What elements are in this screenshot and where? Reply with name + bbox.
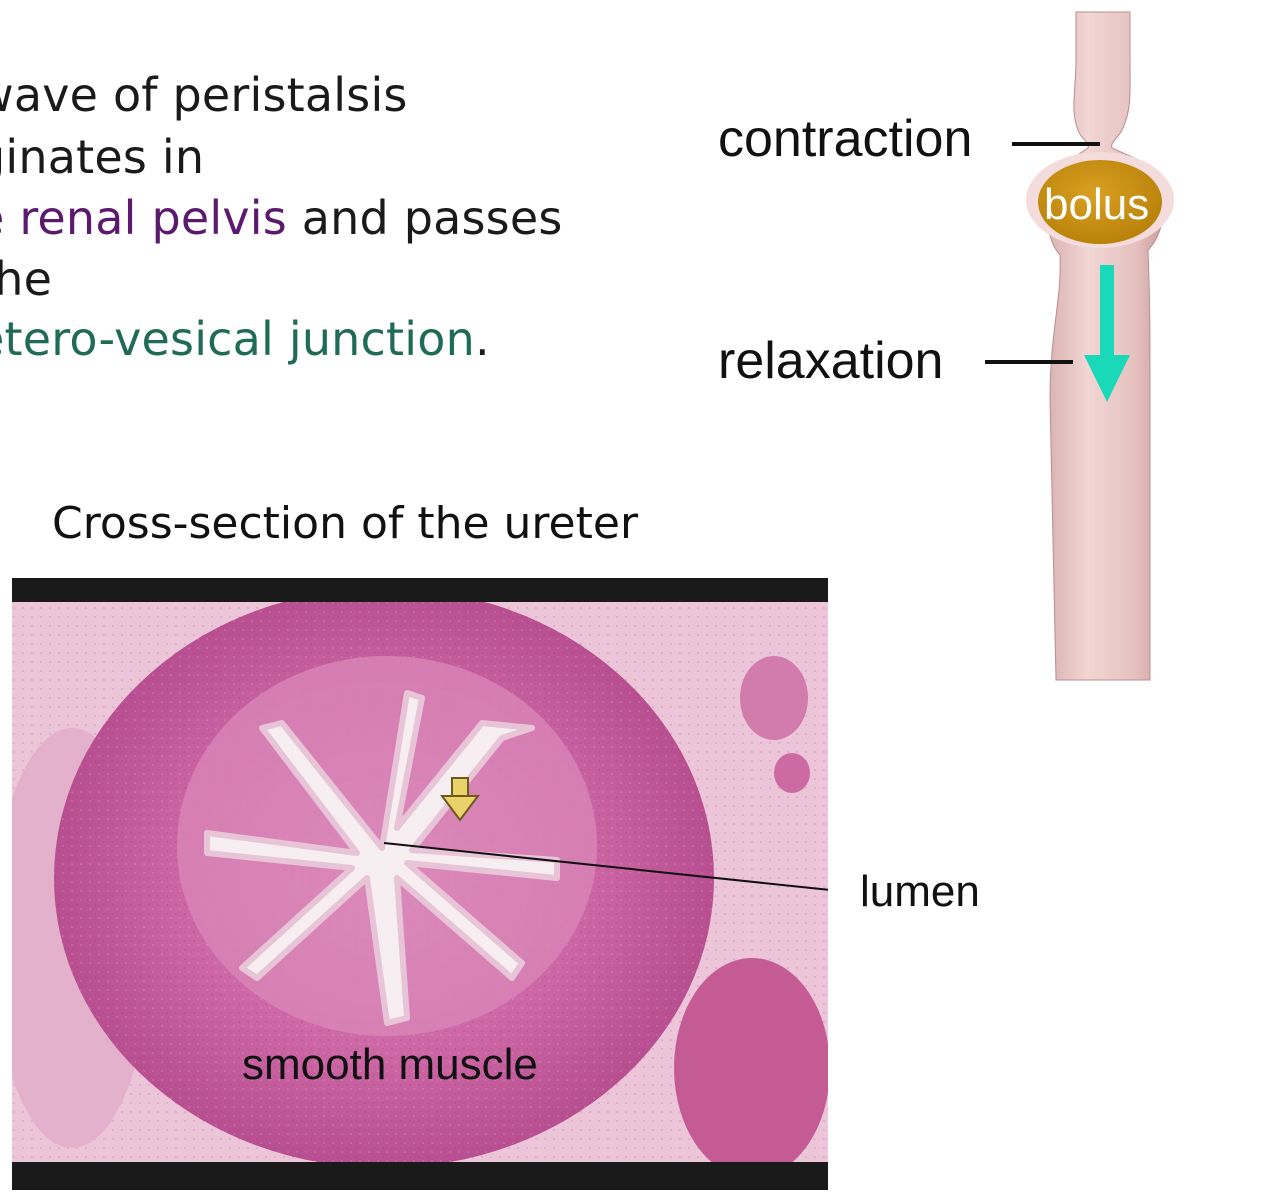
ureter-micrograph <box>12 578 828 1190</box>
paragraph-line-4-text: the <box>0 252 53 306</box>
paragraph-line-5-text: . <box>474 312 490 366</box>
micrograph-top-bar <box>12 578 828 602</box>
relaxation-label: relaxation <box>718 332 944 390</box>
bolus-fill <box>1038 160 1162 244</box>
contraction-leader-line <box>1012 142 1100 146</box>
smooth-muscle-label: smooth muscle <box>242 1040 538 1089</box>
uretero-vesical-highlight: etero-vesical junction <box>0 312 475 366</box>
lumen-label: lumen <box>860 867 980 916</box>
relaxation-leader-line <box>985 360 1073 364</box>
vessel-right-small <box>774 753 810 793</box>
vessel-bottom-right <box>674 958 828 1178</box>
lumen-shape <box>204 690 560 1026</box>
bolus-label: bolus <box>1044 180 1150 229</box>
section-title: Cross-section of the ureter <box>52 498 639 549</box>
paragraph-line-3: e renal pelvis and passes <box>0 195 563 241</box>
lumen-marker-arrow-icon <box>440 777 480 822</box>
lumen-leader-line <box>383 842 828 891</box>
contraction-label: contraction <box>718 110 973 168</box>
peristalsis-diagram <box>1026 11 1174 681</box>
vessel-right <box>740 656 808 740</box>
micrograph-bottom-bar <box>12 1162 828 1190</box>
paragraph-line-2: ginates in <box>0 134 204 180</box>
paragraph-line-1: wave of peristalsis <box>0 72 408 118</box>
paragraph-line-2-text: ginates in <box>0 130 205 184</box>
paragraph-line-1-text: wave of peristalsis <box>0 68 408 122</box>
paragraph-line-4: the <box>0 256 52 302</box>
paragraph-line-5: etero-vesical junction. <box>0 316 490 362</box>
paragraph-line-3-text: and passes <box>286 191 563 245</box>
down-arrow-icon <box>1084 265 1130 402</box>
renal-pelvis-highlight: e renal pelvis <box>0 191 287 245</box>
